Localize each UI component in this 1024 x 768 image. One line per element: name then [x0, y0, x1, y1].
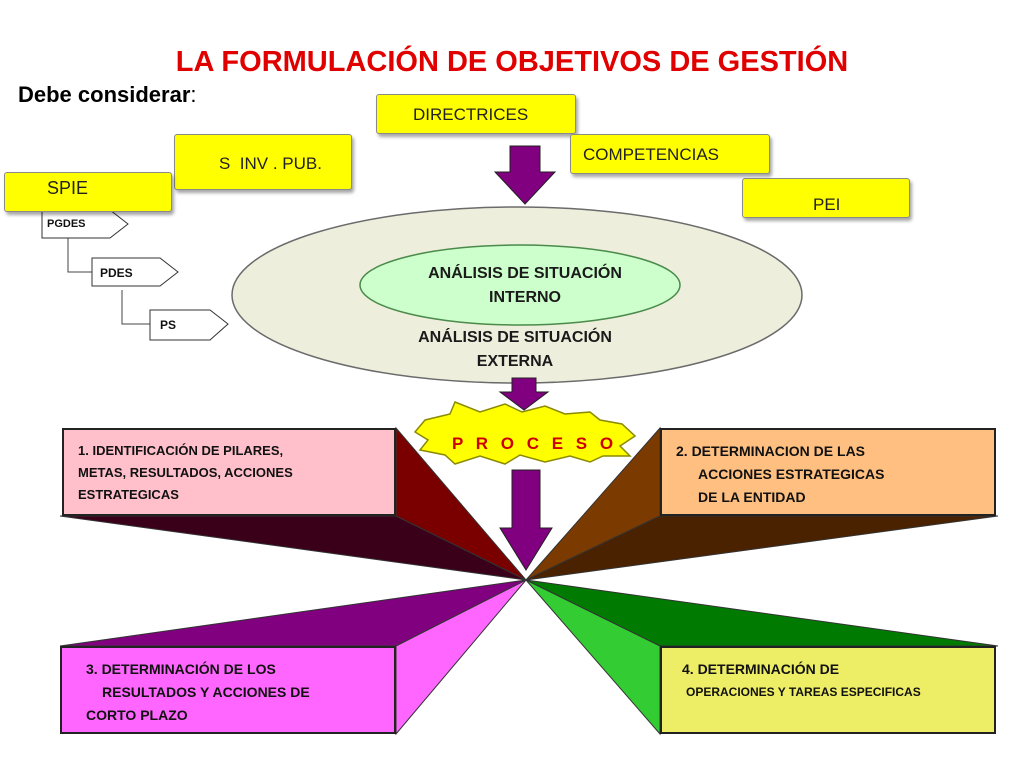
- step-2-line-2: ACCIONES ESTRATEGICAS: [698, 466, 885, 482]
- step-4-line-1: 4. DETERMINACIÓN DE: [682, 661, 840, 677]
- subtitle-colon: :: [190, 82, 197, 107]
- subtitle-text: Debe considerar: [18, 82, 191, 107]
- competencias-box: COMPETENCIAS: [570, 134, 770, 174]
- step-4-line-2: OPERACIONES Y TAREAS ESPECIFICAS: [686, 685, 921, 699]
- sinvpub-label: S INV . PUB.: [219, 154, 322, 173]
- wedge-1-bottom: [59, 515, 527, 581]
- pdes-tag: [91, 257, 179, 287]
- directrices-box: DIRECTRICES: [376, 94, 576, 134]
- competencias-label: COMPETENCIAS: [583, 145, 720, 164]
- internal-analysis-ellipse: [359, 244, 681, 326]
- step-box-2: 2. DETERMINACION DE LAS ACCIONES ESTRATE…: [660, 428, 996, 516]
- arrow-down-to-process: [498, 377, 550, 411]
- step-1-line-2: METAS, RESULTADOS, ACCIONES: [78, 465, 293, 480]
- subtitle: Debe considerar:: [18, 82, 197, 108]
- step-box-4: 4. DETERMINACIÓN DE OPERACIONES Y TAREAS…: [660, 646, 996, 734]
- step-3-line-3: CORTO PLAZO: [86, 707, 188, 723]
- pei-box: PEI: [742, 178, 910, 218]
- pei-label: PEI: [813, 195, 841, 214]
- ps-tag: [149, 309, 229, 341]
- external-analysis-line-1: ANÁLISIS DE SITUACIÓN: [418, 329, 612, 346]
- step-3-line-1: 3. DETERMINACIÓN DE LOS: [86, 661, 276, 677]
- arrow-down-to-center: [499, 469, 553, 571]
- step-3-line-2: RESULTADOS Y ACCIONES DE: [102, 684, 310, 700]
- pgdes-label: PGDES: [47, 218, 86, 230]
- external-analysis-label: ANÁLISIS DE SITUACIÓN EXTERNA: [370, 326, 660, 374]
- directrices-label: DIRECTRICES: [413, 105, 529, 124]
- step-box-3: 3. DETERMINACIÓN DE LOS RESULTADOS Y ACC…: [60, 646, 396, 734]
- internal-analysis-line-2: INTERNO: [489, 289, 561, 306]
- ps-label: PS: [160, 318, 177, 332]
- page-title: LA FORMULACIÓN DE OBJETIVOS DE GESTIÓN: [175, 46, 849, 78]
- step-2-line-3: DE LA ENTIDAD: [698, 489, 806, 505]
- step-2-line-1: 2. DETERMINACION DE LAS: [676, 443, 866, 459]
- process-star: [413, 401, 637, 465]
- step-1-line-1: 1. IDENTIFICACIÓN DE PILARES,: [78, 443, 284, 458]
- spie-box: SPIE: [4, 172, 172, 212]
- internal-analysis-label: ANÁLISIS DE SITUACIÓN INTERNO: [380, 262, 670, 310]
- external-analysis-line-2: EXTERNA: [476, 353, 554, 370]
- step-1-line-3: ESTRATEGICAS: [78, 487, 179, 502]
- step-box-1: 1. IDENTIFICACIÓN DE PILARES, METAS, RES…: [62, 428, 396, 516]
- internal-analysis-line-1: ANÁLISIS DE SITUACIÓN: [428, 265, 622, 282]
- wedge-3-side: [395, 579, 527, 736]
- arrow-down-directrices: [493, 145, 557, 205]
- wedge-2-bottom: [525, 515, 999, 581]
- spie-label: SPIE: [47, 178, 89, 198]
- hierarchy-connector-1: [67, 238, 92, 273]
- process-label: P R O C E S O: [452, 434, 618, 453]
- sinvpub-box: S INV . PUB.: [174, 134, 352, 190]
- pdes-label: PDES: [100, 266, 133, 280]
- hierarchy-connector-2: [121, 290, 150, 325]
